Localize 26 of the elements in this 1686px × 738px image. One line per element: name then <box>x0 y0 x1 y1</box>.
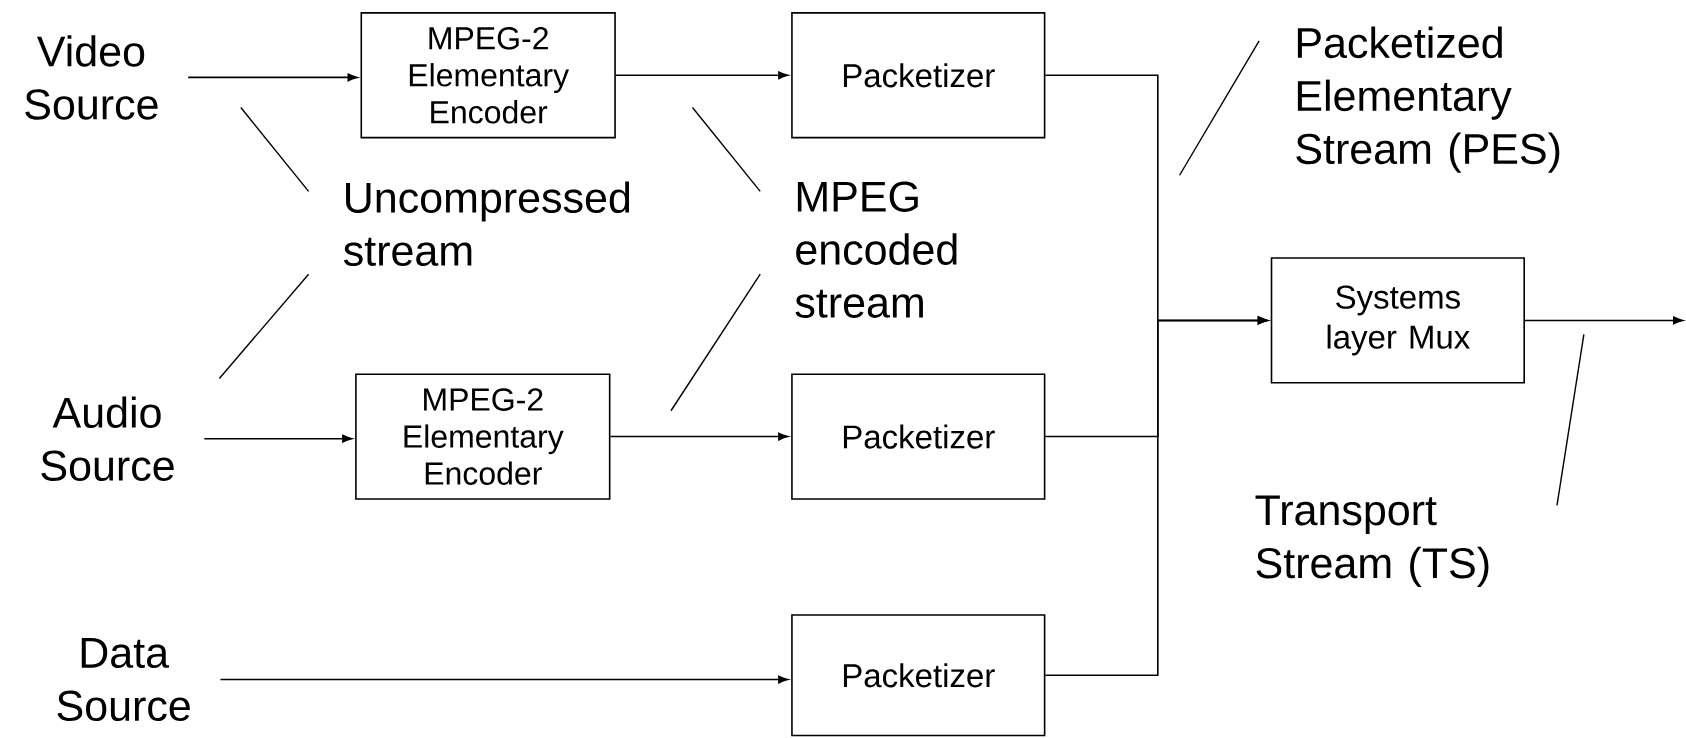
stream-label: Uncompressed stream <box>343 181 630 267</box>
mux-box: Systems layer Mux <box>1270 257 1525 384</box>
arrow <box>187 73 358 82</box>
arrow <box>1044 316 1268 677</box>
leader-line <box>1556 333 1585 507</box>
source-label: Audio Source <box>41 396 174 482</box>
arrow <box>1524 316 1684 325</box>
packetizer-box: Packetizer <box>791 373 1046 500</box>
leader-line <box>240 107 310 193</box>
arrow <box>615 71 789 80</box>
leader-line <box>670 273 761 412</box>
encoder-box: MPEG-2 Elementary Encoder <box>355 373 611 500</box>
source-label: Data Source <box>57 638 190 722</box>
arrow <box>203 434 353 443</box>
stream-label: Packetized Elementary Stream (PES) <box>1296 26 1560 173</box>
packetizer-box: Packetizer <box>791 12 1046 139</box>
arrow <box>219 675 789 684</box>
stream-label: MPEG encoded stream <box>795 181 957 319</box>
encoder-box: MPEG-2 Elementary Encoder <box>360 12 616 139</box>
leader-line <box>691 107 761 193</box>
source-label: Video Source <box>25 35 158 120</box>
leader-line <box>1178 40 1260 177</box>
stream-label: Transport Stream (TS) <box>1255 495 1489 588</box>
arrow <box>609 432 789 441</box>
packetizer-box: Packetizer <box>791 614 1046 737</box>
leader-line <box>218 273 310 380</box>
